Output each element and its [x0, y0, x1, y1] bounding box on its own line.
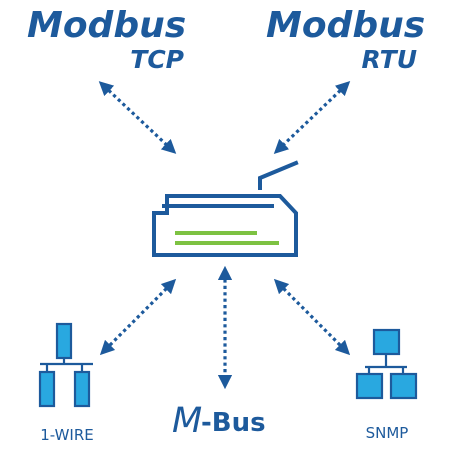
modbus-rtu-subtitle: RTU: [362, 45, 417, 74]
arrow-modbus-tcp: [98, 81, 177, 154]
arrow-one-wire: [99, 278, 177, 356]
modbus-rtu-label: Modbus RTU: [266, 5, 425, 74]
mbus-label-suffix: -Bus: [201, 408, 266, 438]
arrow-modbus-rtu: [273, 81, 351, 154]
arrow-snmp: [273, 278, 351, 356]
gateway-device-icon: [152, 160, 299, 257]
modbus-tcp-label: Modbus TCP: [27, 5, 186, 74]
one-wire-label: 1-WIRE: [40, 426, 94, 444]
snmp-label: SNMP: [366, 424, 409, 442]
network-tree-icon: [355, 328, 418, 400]
sensor-tree-icon: [38, 322, 93, 408]
mbus-label-prefix: M: [172, 401, 202, 441]
modbus-tcp-title: Modbus: [27, 5, 186, 46]
modbus-rtu-title: Modbus: [266, 5, 425, 46]
mbus-logo-icon: M -Bus: [172, 401, 266, 441]
modbus-tcp-subtitle: TCP: [130, 45, 184, 74]
gateway-status-leds: [175, 231, 279, 245]
